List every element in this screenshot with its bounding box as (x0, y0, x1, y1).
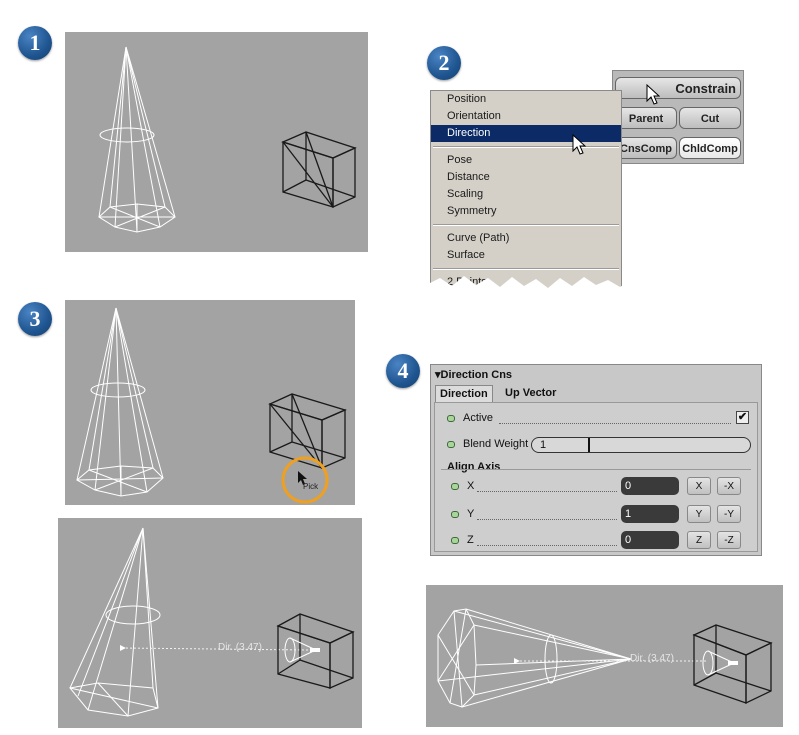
pick-cursor-icon (298, 471, 307, 485)
align-axis-group-border (441, 469, 751, 550)
constraint-dropdown-menu: Position Orientation Direction Pose Dist… (430, 90, 622, 290)
cone-wireframe (69, 527, 161, 717)
led-icon[interactable] (447, 441, 455, 448)
dot-leader (499, 423, 731, 424)
axis-y-field[interactable]: 1 (621, 505, 679, 523)
viewport-result-right[interactable]: Dir. (3.47) (426, 585, 783, 727)
axis-z-label: Z (467, 534, 474, 546)
menu-item-surface[interactable]: Surface (447, 249, 485, 261)
led-icon[interactable] (447, 415, 455, 422)
constrain-panel: Constrain Parent Cut CnsComp ChldComp (612, 70, 744, 164)
cone-wireframe-horizontal (437, 608, 632, 708)
cnscomp-button[interactable]: CnsComp (615, 137, 677, 159)
tab-direction[interactable]: Direction (435, 385, 493, 403)
menu-item-curve-path[interactable]: Curve (Path) (447, 232, 510, 244)
parent-button[interactable]: Parent (615, 107, 677, 129)
led-icon[interactable] (451, 511, 459, 518)
tab-up-vector[interactable]: Up Vector (505, 387, 557, 399)
axis-y-label: Y (467, 508, 475, 520)
direction-tab-body: Active ✔ Blend Weight 1 Align Axis X 0 X… (434, 402, 758, 552)
menu-item-distance[interactable]: Distance (447, 171, 490, 183)
constrain-button[interactable]: Constrain (615, 77, 741, 99)
direction-value-label: Dir. (3.47) (630, 653, 674, 664)
axis-x-negative-button[interactable]: -X (717, 477, 741, 495)
cone-wireframe (98, 46, 176, 233)
align-axis-title: Align Axis (447, 461, 501, 473)
menu-separator (433, 224, 619, 226)
blend-weight-value[interactable]: 1 (540, 439, 547, 451)
axis-x-label: X (467, 480, 475, 492)
step-badge-2: 2 (427, 46, 461, 80)
axis-x-positive-button[interactable]: X (687, 477, 711, 495)
slider-handle[interactable] (588, 438, 590, 452)
menu-separator (433, 146, 619, 148)
axis-z-negative-button[interactable]: -Z (717, 531, 741, 549)
axis-x-field[interactable]: 0 (621, 477, 679, 495)
cube-wireframe (281, 131, 357, 209)
collapse-triangle-icon[interactable]: ▾ (435, 369, 441, 381)
scene-3 (76, 307, 347, 504)
mouse-cursor-icon (646, 84, 660, 105)
direction-value-label: Dir. (3.47) (218, 642, 262, 653)
axis-y-negative-button[interactable]: -Y (717, 505, 741, 523)
viewport-result-left[interactable]: Dir. (3.47) (58, 518, 362, 728)
menu-separator (433, 268, 619, 270)
step-badge-1: 1 (18, 26, 52, 60)
led-icon[interactable] (451, 483, 459, 490)
cube-wireframe (268, 393, 347, 469)
pick-highlight-circle (281, 456, 329, 504)
axis-z-positive-button[interactable]: Z (687, 531, 711, 549)
chldcomp-button[interactable]: ChldComp (679, 137, 741, 159)
blend-weight-label: Blend Weight (463, 438, 529, 450)
viewport-1[interactable] (65, 32, 368, 252)
active-label: Active (463, 412, 493, 424)
dot-leader (477, 491, 617, 492)
direction-arrow-icon (120, 645, 126, 651)
menu-item-direction[interactable]: Direction (431, 125, 621, 142)
mouse-cursor-icon (572, 134, 586, 155)
dot-leader (477, 545, 617, 546)
cone-wireframe (76, 307, 164, 497)
axis-y-positive-button[interactable]: Y (687, 505, 711, 523)
panel-title: ▾Direction Cns (435, 369, 513, 381)
menu-item-position[interactable]: Position (447, 93, 487, 105)
check-icon: ✔ (737, 411, 748, 423)
pick-label: Pick (303, 482, 319, 491)
scene-1 (98, 46, 357, 233)
led-icon[interactable] (451, 537, 459, 544)
menu-item-orientation[interactable]: Orientation (447, 110, 501, 122)
direction-line (121, 647, 309, 651)
menu-item-scaling[interactable]: Scaling (447, 188, 484, 200)
menu-item-symmetry[interactable]: Symmetry (447, 205, 497, 217)
direction-cns-panel: ▾Direction Cns Direction Up Vector Activ… (430, 364, 762, 556)
dot-leader (477, 519, 617, 520)
step-badge-3: 3 (18, 302, 52, 336)
torn-edge (428, 276, 628, 304)
scene-result-right (437, 608, 773, 708)
step-badge-4: 4 (386, 354, 420, 388)
axis-z-field[interactable]: 0 (621, 531, 679, 549)
active-checkbox[interactable]: ✔ (736, 411, 749, 424)
direction-arrow-icon (514, 658, 520, 664)
cube-wireframe (692, 624, 773, 705)
blend-weight-slider[interactable]: 1 (531, 437, 751, 453)
cut-button[interactable]: Cut (679, 107, 741, 129)
scene-result-left (69, 527, 355, 717)
viewport-3[interactable]: Pick (65, 300, 355, 505)
menu-item-pose[interactable]: Pose (447, 154, 473, 166)
cube-wireframe (276, 613, 355, 689)
